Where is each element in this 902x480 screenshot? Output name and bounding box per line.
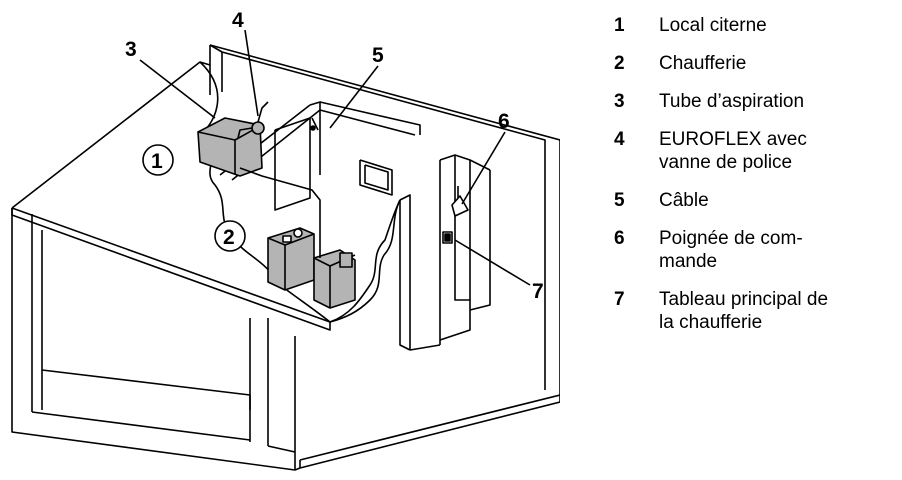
legend-list: 1 Local citerne 2 Chaufferie 3 Tube d’as…	[614, 14, 902, 334]
callout-1: 1	[151, 150, 163, 173]
legend-label: Câble	[659, 190, 709, 211]
callout-2: 2	[223, 226, 235, 249]
legend-item-2: 2 Chaufferie	[614, 52, 902, 75]
foundation-walls	[11, 208, 301, 471]
legend-label: Chaufferie	[659, 53, 747, 74]
callout-5: 5	[372, 44, 384, 67]
callout-labels: 3 4 5 6 7 1 2	[125, 9, 544, 303]
legend-label: Poignée de com-mande	[659, 228, 803, 272]
legend-item-5: 5 Câble	[614, 189, 902, 212]
callout-6: 6	[498, 110, 510, 133]
callout-7: 7	[532, 280, 544, 303]
boiler	[267, 227, 356, 309]
legend-number: 4	[614, 129, 625, 150]
euroflex-valve	[237, 101, 269, 139]
legend-number: 7	[614, 289, 625, 310]
callout-4: 4	[232, 9, 244, 32]
legend-number: 5	[614, 190, 625, 211]
legend-item-6: 6 Poignée de com-mande	[614, 227, 902, 273]
legend-number: 6	[614, 228, 625, 249]
legend-number: 2	[614, 53, 625, 74]
main-panel	[442, 231, 453, 244]
upper-walls	[209, 44, 560, 469]
legend-number: 1	[614, 15, 625, 36]
cables	[239, 117, 321, 258]
legend-item-1: 1 Local citerne	[614, 14, 902, 37]
legend-number: 3	[614, 91, 625, 112]
control-handle	[451, 186, 469, 217]
building-cutaway-diagram: 3 4 5 6 7 1 2	[11, 9, 560, 471]
legend-item-3: 3 Tube d’aspiration	[614, 90, 902, 113]
legend-label: Local citerne	[659, 15, 767, 36]
legend-label: Tube d’aspiration	[659, 91, 805, 112]
callout-3: 3	[125, 38, 137, 61]
leader-lines	[139, 29, 531, 286]
